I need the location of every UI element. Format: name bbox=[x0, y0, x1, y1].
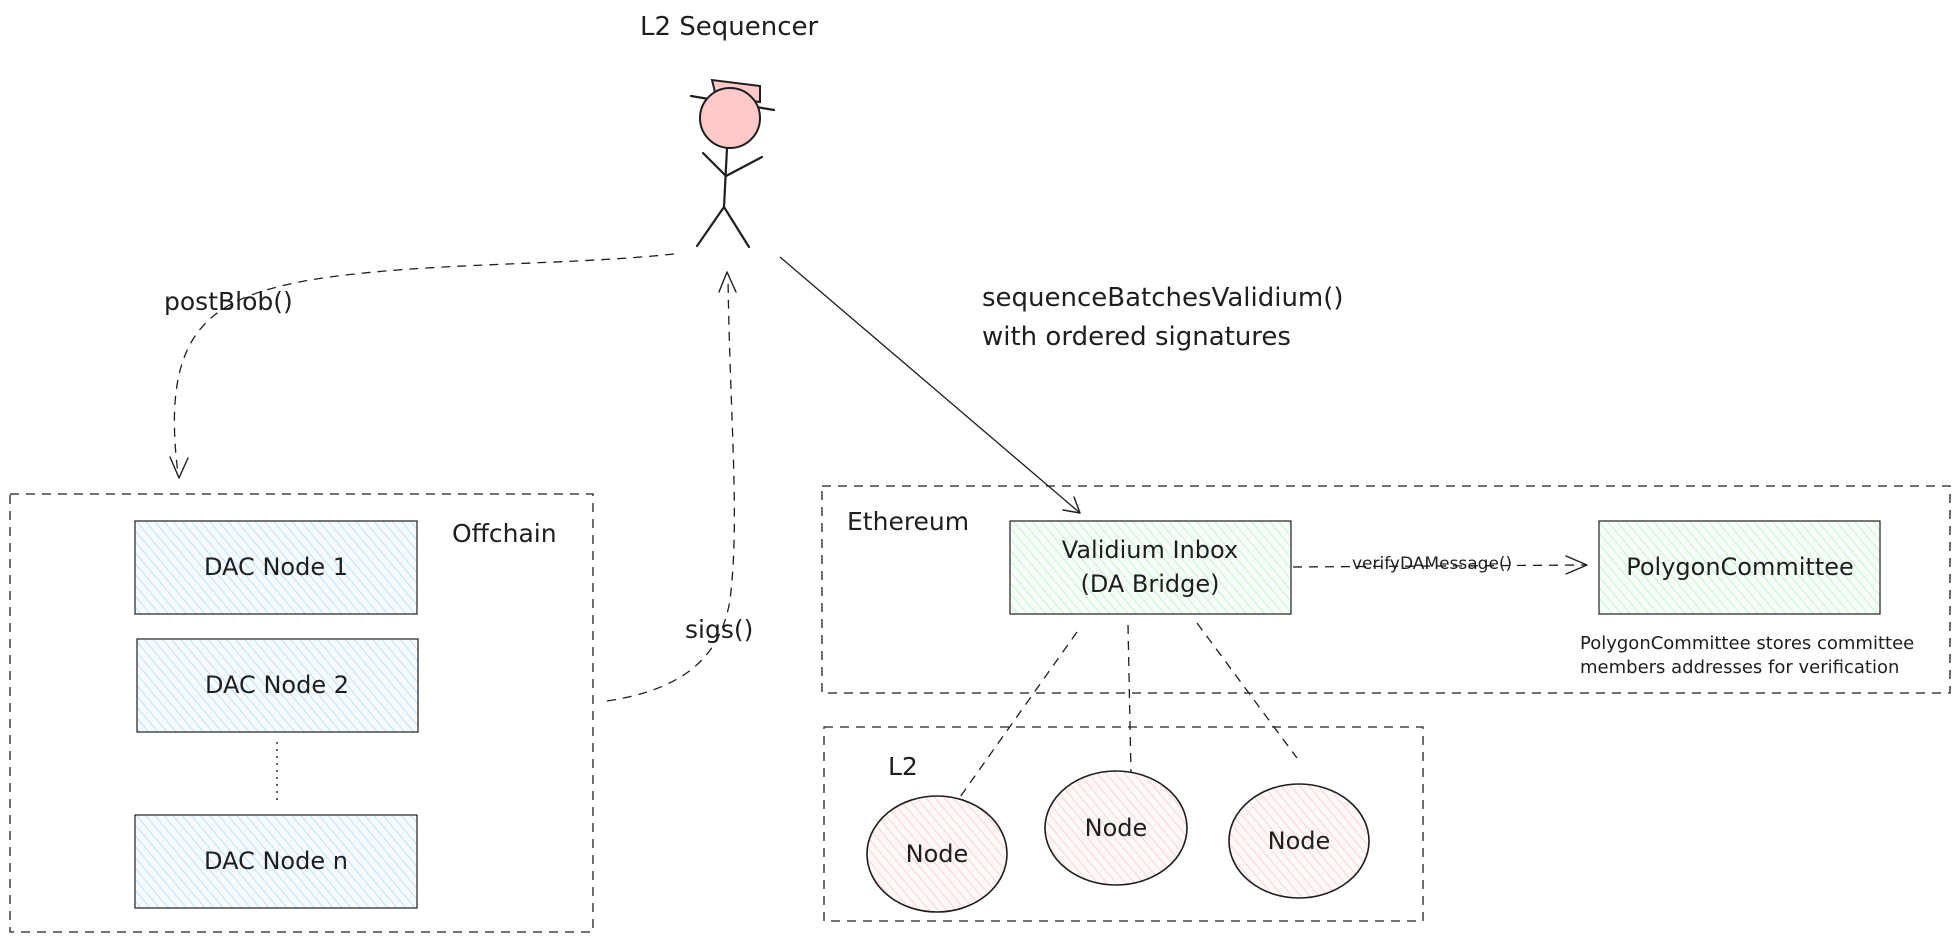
verify-label: verifyDAMessage() bbox=[1352, 554, 1512, 574]
arm-left bbox=[701, 151, 728, 178]
dac-node-1: DAC Node 1 bbox=[134, 520, 418, 615]
sigs-arrowhead bbox=[718, 271, 737, 293]
post-blob-label: postBlob() bbox=[164, 287, 293, 316]
l2-node-3: Node bbox=[1228, 783, 1370, 899]
sequence-label-line2: with ordered signatures bbox=[982, 322, 1291, 352]
inbox-to-node-2-line bbox=[1127, 624, 1132, 774]
dac-node-2-label: DAC Node 2 bbox=[205, 671, 349, 699]
l2-node-1: Node bbox=[866, 795, 1008, 913]
committee-note-line1: PolygonCommittee stores committee bbox=[1580, 633, 1914, 654]
validium-inbox-line2: (DA Bridge) bbox=[1080, 570, 1219, 598]
offchain-zone bbox=[9, 493, 594, 933]
inbox-to-node-3-line bbox=[1196, 622, 1298, 759]
polygon-committee-box: PolygonCommittee bbox=[1598, 520, 1881, 615]
leg-right bbox=[722, 205, 751, 249]
l2-node-1-label: Node bbox=[906, 840, 969, 868]
ethereum-label: Ethereum bbox=[847, 507, 969, 536]
sigs-arrow-line bbox=[606, 277, 736, 702]
polygon-committee-label: PolygonCommittee bbox=[1626, 553, 1854, 581]
sequence-arrow-line bbox=[779, 256, 1081, 514]
l2-label: L2 bbox=[888, 752, 918, 781]
verify-arrow-line bbox=[1292, 564, 1586, 568]
validium-inbox-line1: Validium Inbox bbox=[1062, 536, 1238, 564]
dac-node-2: DAC Node 2 bbox=[136, 638, 419, 733]
sequence-arrowhead bbox=[1062, 496, 1081, 514]
leg-left bbox=[695, 205, 726, 248]
dac-node-n-label: DAC Node n bbox=[204, 847, 348, 875]
verify-arrowhead bbox=[1565, 555, 1588, 575]
inbox-to-node-1-line bbox=[959, 631, 1078, 798]
l2-node-2-label: Node bbox=[1085, 814, 1148, 842]
dac-node-n: DAC Node n bbox=[134, 814, 418, 909]
post-blob-arrowhead bbox=[169, 456, 189, 479]
l2-node-3-label: Node bbox=[1268, 827, 1331, 855]
ethereum-zone bbox=[821, 485, 1951, 694]
dac-node-1-label: DAC Node 1 bbox=[204, 553, 348, 581]
l2-zone bbox=[823, 726, 1424, 922]
body-line bbox=[722, 146, 729, 209]
head bbox=[699, 87, 761, 149]
offchain-label: Offchain bbox=[452, 519, 557, 548]
sequencer-person-icon bbox=[689, 78, 776, 249]
validium-inbox-box: Validium Inbox (DA Bridge) bbox=[1009, 520, 1292, 615]
arm-right bbox=[724, 155, 764, 178]
l2-node-2: Node bbox=[1044, 770, 1188, 886]
sequence-label-line1: sequenceBatchesValidium() bbox=[982, 283, 1344, 313]
sigs-label: sigs() bbox=[685, 615, 753, 644]
committee-note-line2: members addresses for verification bbox=[1580, 657, 1899, 678]
sequencer-title: L2 Sequencer bbox=[640, 12, 819, 42]
